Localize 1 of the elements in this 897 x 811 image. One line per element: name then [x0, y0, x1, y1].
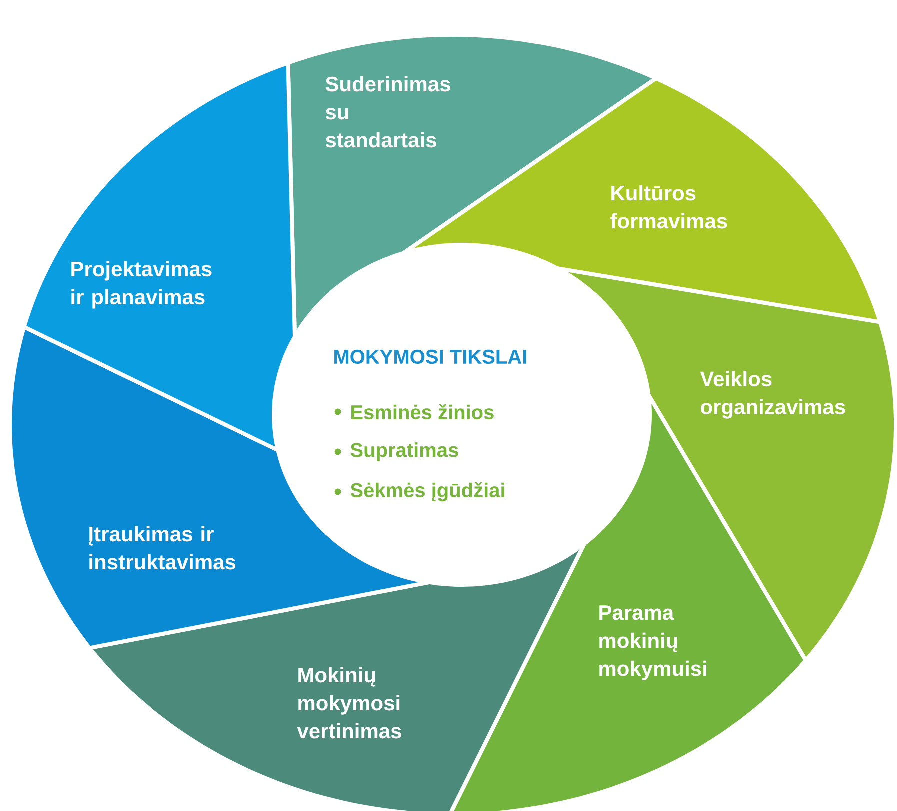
cycle-segment: Projektavimas ir planavimas — [22, 61, 297, 452]
